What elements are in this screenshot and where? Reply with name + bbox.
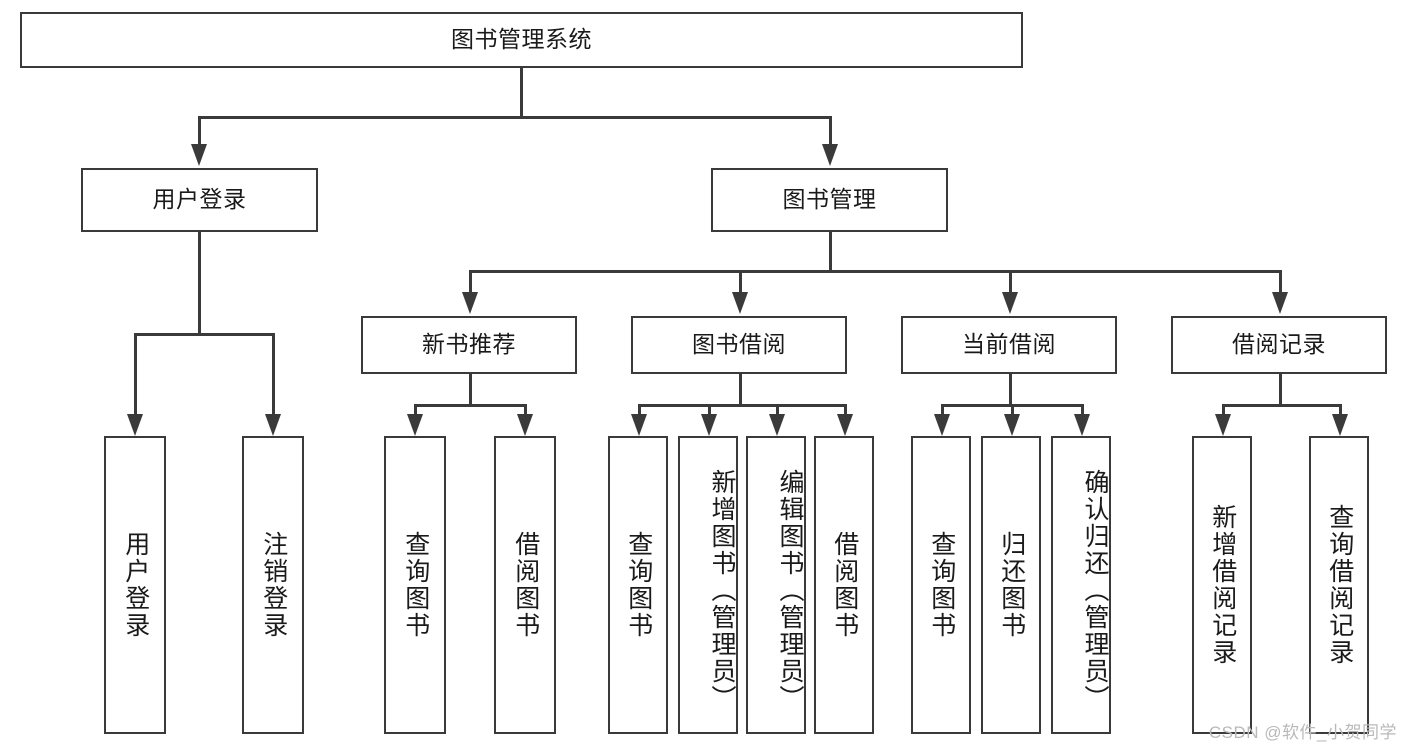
arrow-cb-to-leaf-1 xyxy=(1004,414,1020,436)
arrow-br-to-leaf-0 xyxy=(1215,414,1231,436)
node-label: 借阅图书 xyxy=(830,531,859,639)
node-label: 图书管理系统 xyxy=(451,26,592,53)
node-borrow-record[interactable]: 借阅记录 xyxy=(1171,316,1387,374)
node-root-book-management-system[interactable]: 图书管理系统 xyxy=(20,12,1023,68)
node-leaf-current-borrow-return[interactable]: 归还图书 xyxy=(981,436,1041,734)
watermark: CSDN @软件_小贺同学 xyxy=(1208,723,1397,742)
arrow-bm-to-borrow-record xyxy=(1272,292,1288,314)
connector-bm-to-book-borrow xyxy=(739,270,742,292)
connector-book-management-stem xyxy=(829,232,832,270)
node-user-login[interactable]: 用户登录 xyxy=(81,168,318,232)
node-leaf-borrow-record-add[interactable]: 新增借阅记录 xyxy=(1192,436,1252,734)
node-label: 借阅记录 xyxy=(1232,331,1326,358)
arrow-bm-to-new-book xyxy=(462,292,478,314)
node-label: 确认归还（管理员） xyxy=(1081,468,1109,712)
arrow-cb-to-leaf-2 xyxy=(1074,414,1090,436)
node-new-book-recommend[interactable]: 新书推荐 xyxy=(361,316,577,374)
arrow-bb-to-leaf-2 xyxy=(769,414,785,436)
node-leaf-book-borrow-add[interactable]: 新增图书（管理员） xyxy=(678,436,738,734)
connector-root-bus xyxy=(198,116,832,119)
node-leaf-new-book-query[interactable]: 查询图书 xyxy=(384,436,446,734)
node-label: 归还图书 xyxy=(997,531,1026,639)
node-label: 用户登录 xyxy=(152,186,247,213)
connector-book-management-bus xyxy=(469,270,1280,273)
node-label: 查询借阅记录 xyxy=(1325,504,1354,666)
arrow-bb-to-leaf-3 xyxy=(837,414,853,436)
connector-user-login-to-leaf-0 xyxy=(134,333,137,414)
connector-borrow-record-stem xyxy=(1279,374,1282,404)
node-leaf-book-borrow-borrow[interactable]: 借阅图书 xyxy=(814,436,874,734)
node-leaf-new-book-borrow[interactable]: 借阅图书 xyxy=(494,436,556,734)
connector-book-borrow-stem xyxy=(739,374,742,404)
connector-borrow-record-bus xyxy=(1222,404,1339,407)
node-label: 编辑图书（管理员） xyxy=(776,468,804,712)
node-label: 借阅图书 xyxy=(511,531,540,639)
node-book-management[interactable]: 图书管理 xyxy=(711,168,948,232)
arrow-bb-to-leaf-1 xyxy=(701,414,717,436)
arrow-user-login-to-leaf-0 xyxy=(127,414,143,436)
connector-nb-to-leaf-1 xyxy=(524,404,527,416)
node-current-borrow[interactable]: 当前借阅 xyxy=(901,316,1117,374)
node-label: 新书推荐 xyxy=(422,331,516,358)
connector-root-stem xyxy=(520,68,523,116)
node-leaf-current-borrow-query[interactable]: 查询图书 xyxy=(911,436,971,734)
connector-root-to-user-login xyxy=(198,116,201,144)
node-leaf-user-login-logout[interactable]: 注销登录 xyxy=(242,436,304,734)
node-label: 查询图书 xyxy=(624,531,653,639)
connector-book-borrow-bus xyxy=(638,404,844,407)
arrow-user-login-to-leaf-1 xyxy=(265,414,281,436)
arrow-bm-to-book-borrow xyxy=(732,292,748,314)
connector-bb-to-leaf-0 xyxy=(638,404,641,416)
connector-user-login-to-leaf-1 xyxy=(272,333,275,414)
connector-bb-to-leaf-2 xyxy=(776,404,779,416)
connector-root-to-book-management xyxy=(829,116,832,144)
connector-bb-to-leaf-3 xyxy=(844,404,847,416)
node-label: 查询图书 xyxy=(401,531,430,639)
node-leaf-user-login-login[interactable]: 用户登录 xyxy=(104,436,166,734)
arrow-nb-to-leaf-1 xyxy=(517,414,533,436)
arrow-bm-to-current-borrow xyxy=(1002,292,1018,314)
connector-br-to-leaf-0 xyxy=(1222,404,1225,416)
node-leaf-book-borrow-edit[interactable]: 编辑图书（管理员） xyxy=(746,436,806,734)
node-label: 注销登录 xyxy=(259,531,288,639)
connector-cb-to-leaf-1 xyxy=(1011,404,1014,416)
connector-nb-to-leaf-0 xyxy=(414,404,417,416)
node-label: 新增借阅记录 xyxy=(1208,504,1237,666)
arrow-root-to-book-management xyxy=(822,144,838,166)
arrow-nb-to-leaf-0 xyxy=(407,414,423,436)
connector-new-book-bus xyxy=(414,404,524,407)
node-leaf-borrow-record-query[interactable]: 查询借阅记录 xyxy=(1309,436,1369,734)
connector-bm-to-current-borrow xyxy=(1009,270,1012,292)
connector-bb-to-leaf-1 xyxy=(708,404,711,416)
connector-cb-to-leaf-2 xyxy=(1081,404,1084,416)
connector-new-book-stem xyxy=(469,374,472,404)
node-label: 查询图书 xyxy=(927,531,956,639)
node-label: 新增图书（管理员） xyxy=(708,468,736,712)
connector-cb-to-leaf-0 xyxy=(941,404,944,416)
node-label: 当前借阅 xyxy=(962,331,1056,358)
arrow-root-to-user-login xyxy=(191,144,207,166)
node-book-borrow[interactable]: 图书借阅 xyxy=(631,316,847,374)
connector-current-borrow-stem xyxy=(1009,374,1012,404)
node-label: 图书借阅 xyxy=(692,331,786,358)
connector-bm-to-borrow-record xyxy=(1279,270,1282,292)
node-leaf-book-borrow-query[interactable]: 查询图书 xyxy=(608,436,668,734)
node-leaf-current-borrow-confirm[interactable]: 确认归还（管理员） xyxy=(1051,436,1111,734)
connector-bm-to-new-book xyxy=(469,270,472,292)
arrow-cb-to-leaf-0 xyxy=(934,414,950,436)
connector-user-login-stem xyxy=(198,232,201,333)
connector-user-login-bus xyxy=(134,333,272,336)
connector-br-to-leaf-1 xyxy=(1339,404,1342,416)
arrow-br-to-leaf-1 xyxy=(1332,414,1348,436)
arrow-bb-to-leaf-0 xyxy=(631,414,647,436)
node-label: 图书管理 xyxy=(782,186,877,213)
node-label: 用户登录 xyxy=(121,531,150,639)
